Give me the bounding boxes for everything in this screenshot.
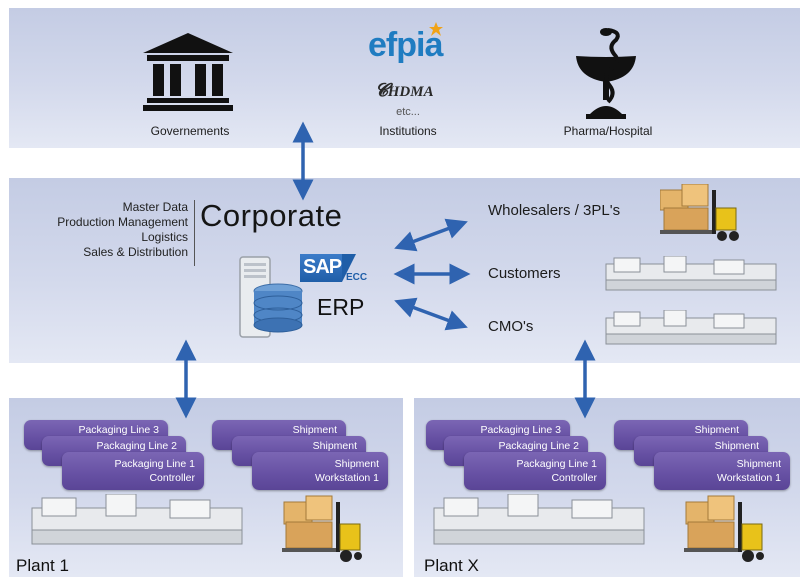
plant1-packaging-machine-icon (30, 494, 246, 550)
plantx-line2-label: Packaging Line 2 (498, 440, 579, 452)
stakeholders-band (9, 8, 800, 148)
plantx-line3-label: Packaging Line 3 (480, 424, 561, 436)
government-building-icon (143, 33, 233, 111)
institutions-label: Institutions (379, 124, 437, 138)
plant-x-label: Plant X (424, 556, 479, 575)
plantx-controller-label: Controller (551, 472, 597, 484)
plant1-shipment3-label: Shipment (292, 424, 337, 436)
pharma-hospital-label: Pharma/Hospital (563, 124, 653, 138)
sap-logo-wedge (342, 254, 356, 282)
plantx-shipment2-label: Shipment (714, 440, 759, 452)
plant1-shipment-workstation-1: Shipment Workstation 1 (252, 452, 388, 490)
cmo-machine-icon (604, 310, 780, 350)
plant1-forklift-icon (282, 494, 362, 564)
plant1-line1-label: Packaging Line 1 (114, 458, 195, 470)
forklift-boxes-icon (660, 184, 740, 242)
plant1-packaging-line-1: Packaging Line 1 Controller (62, 452, 204, 490)
sap-logo-text: SAP (303, 256, 342, 278)
function-production-management: Production Management (57, 215, 188, 229)
partner-cmo-label: CMO's (488, 318, 534, 335)
corporate-title: Corporate (200, 198, 343, 233)
plantx-shipment-workstation-1: Shipment Workstation 1 (654, 452, 790, 490)
function-master-data: Master Data (122, 200, 188, 214)
governments-label: Governements (150, 124, 230, 138)
plantx-workstation-label: Workstation 1 (717, 472, 781, 484)
function-logistics: Logistics (141, 230, 188, 244)
erp-server-icon (238, 253, 308, 341)
function-sales-distribution: Sales & Distribution (83, 245, 188, 259)
sap-ecc-label: ECC (346, 272, 368, 283)
hdma-logo-text: HDMA (387, 84, 434, 100)
plant1-line2-label: Packaging Line 2 (96, 440, 177, 452)
corporate-functions-list: Master Data Production Management Logist… (12, 200, 188, 260)
erp-cmo-arrow (394, 297, 468, 331)
plantx-shipment1-label: Shipment (736, 458, 781, 470)
functions-divider (194, 200, 195, 266)
plant-1-label: Plant 1 (16, 556, 69, 575)
plantx-packaging-machine-icon (432, 494, 648, 550)
partner-customers-label: Customers (488, 265, 561, 282)
packaging-machine-icon (604, 256, 780, 296)
erp-wholesalers-arrow (394, 218, 468, 252)
hdma-logo: 𝓒HDMA (375, 80, 434, 100)
efpia-star-icon (429, 22, 443, 36)
partner-wholesalers-label: Wholesalers / 3PL's (488, 202, 621, 219)
plantx-forklift-icon (684, 494, 764, 564)
efpia-logo: efpia (368, 26, 443, 64)
plant1-line3-label: Packaging Line 3 (78, 424, 159, 436)
plant1-controller-label: Controller (149, 472, 195, 484)
erp-label: ERP (317, 294, 365, 320)
plantx-line1-label: Packaging Line 1 (516, 458, 597, 470)
plantx-shipment3-label: Shipment (694, 424, 739, 436)
pharmacy-bowl-of-hygieia-icon (572, 28, 640, 120)
sap-logo: SAP (300, 254, 342, 282)
plant1-workstation-label: Workstation 1 (315, 472, 379, 484)
plant1-shipment1-label: Shipment (334, 458, 379, 470)
plant1-shipment2-label: Shipment (312, 440, 357, 452)
etc-label: etc... (396, 106, 420, 118)
plantx-packaging-line-1: Packaging Line 1 Controller (464, 452, 606, 490)
